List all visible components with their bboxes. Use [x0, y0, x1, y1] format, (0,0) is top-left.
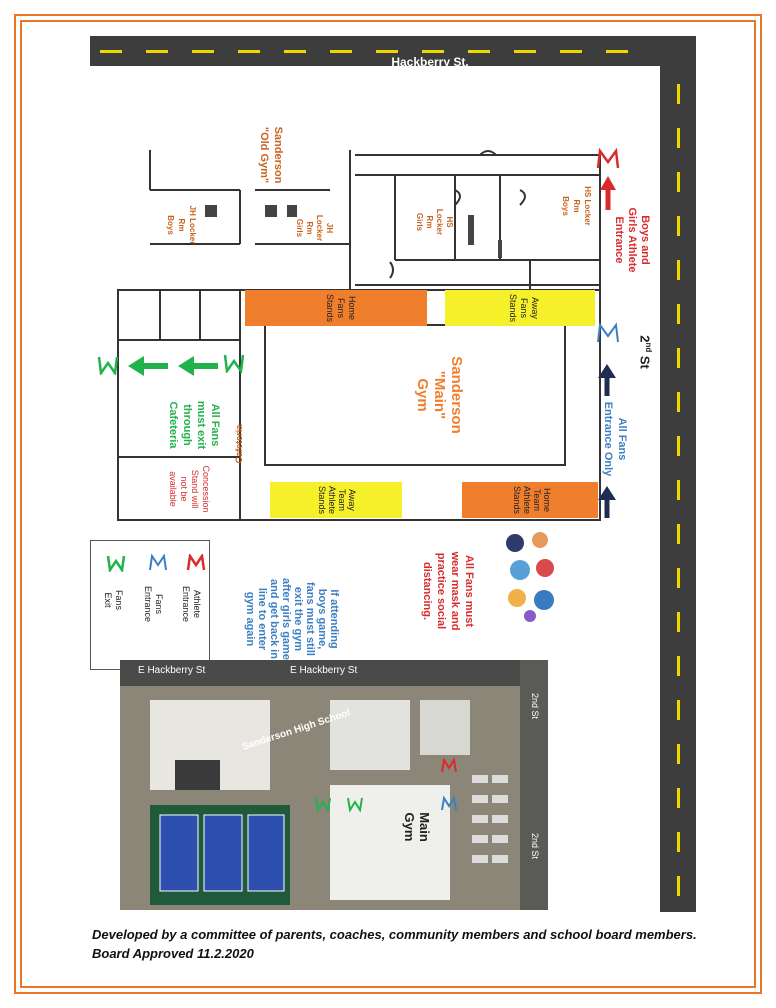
athlete-entrance-arrow: [600, 176, 616, 210]
athlete-entrance-label: Boys and Girls Athlete Entrance: [613, 207, 651, 273]
road-dash: [677, 524, 680, 544]
away-team-athlete-stands: [270, 482, 402, 518]
outer-border: [14, 14, 762, 994]
away-fans-stands: [445, 290, 595, 326]
home-team-athlete-stands-label: Home Team Athlete Stands: [512, 485, 552, 515]
road-dash: [376, 50, 398, 53]
road-dash: [677, 656, 680, 676]
fans-exit-arrow: [128, 356, 168, 376]
jh-locker-boys-label: JH Locker Rm Boys: [166, 205, 197, 245]
road-dash: [146, 50, 168, 53]
road-dash: [677, 568, 680, 588]
road-dash: [677, 216, 680, 236]
road-dash: [677, 700, 680, 720]
road-dash: [100, 50, 122, 53]
road-dash: [192, 50, 214, 53]
fans-entrance-arrow-2: [598, 486, 616, 518]
legend-fans-exit-icon: [106, 554, 126, 574]
restroom-fixtures: [205, 205, 502, 258]
hackberry-street-label: Hackberry St.: [391, 55, 469, 69]
home-fans-stands: [245, 290, 427, 326]
aerial-main-gym-label: Main Gym: [402, 812, 432, 842]
road-dash: [677, 876, 680, 896]
fans-exit-label: All Fans must exit through Cafeteria: [167, 400, 221, 450]
road-dash: [606, 50, 628, 53]
road-dash: [238, 50, 260, 53]
road-dash: [677, 260, 680, 280]
caption-line-1: Developed by a committee of parents, coa…: [92, 927, 697, 942]
road-dash: [677, 744, 680, 764]
legend-fans-entrance-label: Fans Entrance: [143, 585, 164, 623]
home-team-athlete-stands: [462, 482, 598, 518]
road-dash: [677, 436, 680, 456]
old-gym-label: Sanderson "Old Gym": [258, 126, 284, 184]
away-team-athlete-stands-label: Away Team Athlete Stands: [317, 485, 357, 515]
aerial-street-top-right-label: E Hackberry St: [290, 665, 358, 676]
concession-label: Concession Stand will not be available: [168, 465, 211, 513]
fans-entrance-arrow: [598, 364, 616, 396]
road-dash: [677, 392, 680, 412]
aerial-map-shapes: [120, 660, 548, 910]
road-dash: [677, 788, 680, 808]
home-fans-stands-label: Home Fans Stands: [325, 293, 357, 323]
hs-locker-boys-label: HS Locker Rm Boys: [561, 186, 592, 226]
road-dash: [560, 50, 582, 53]
road-dash: [677, 832, 680, 852]
jh-locker-girls-label: JH Locker Rm Girls: [295, 214, 334, 242]
legend-athlete-label: Athlete Entrance: [181, 585, 202, 623]
legend-athlete-icon: [186, 552, 206, 572]
aerial-street-top-left-label: E Hackberry St: [138, 665, 206, 676]
aerial-map: [120, 660, 548, 910]
cafeteria-label: Cafeteria: [234, 424, 244, 464]
athlete-entrance-icon: [595, 147, 621, 170]
road-dash: [468, 50, 490, 53]
fans-exit-icon-2: [222, 353, 246, 375]
mask-note: All Fans must wear mask and practice soc…: [421, 551, 475, 631]
fans-entrance-label: All Fans Entrance Only: [602, 401, 628, 477]
road-dash: [677, 84, 680, 104]
road-dash: [677, 128, 680, 148]
away-fans-stands-label: Away Fans Stands: [508, 293, 540, 323]
road-dash: [677, 348, 680, 368]
road-dash: [677, 304, 680, 324]
main-gym-label: Sanderson "Main" Gym: [414, 356, 465, 434]
road-dash: [422, 50, 444, 53]
road-dash: [677, 480, 680, 500]
fans-exit-icon: [96, 355, 120, 377]
road-dash: [677, 612, 680, 632]
road-dash: [330, 50, 352, 53]
fans-exit-arrow-2: [178, 356, 218, 376]
boys-game-note: If attending boys game, fans must still …: [244, 578, 340, 660]
crowd-masks-illustration: [500, 528, 562, 624]
fans-entrance-icon: [595, 322, 621, 344]
road-dash: [677, 172, 680, 192]
legend-fans-exit-label: Fans Exit: [103, 589, 124, 610]
hs-locker-girls-label: HS Locker Rm Girls: [415, 208, 454, 236]
road-dash: [514, 50, 536, 53]
road-dash: [284, 50, 306, 53]
aerial-street-right-top-label: 2nd St: [530, 692, 540, 720]
legend-fans-entrance-icon: [148, 553, 168, 572]
caption-line-2: Board Approved 11.2.2020: [92, 946, 254, 961]
aerial-street-right-bottom-label: 2nd St: [530, 832, 540, 860]
inner-border: [20, 20, 756, 988]
